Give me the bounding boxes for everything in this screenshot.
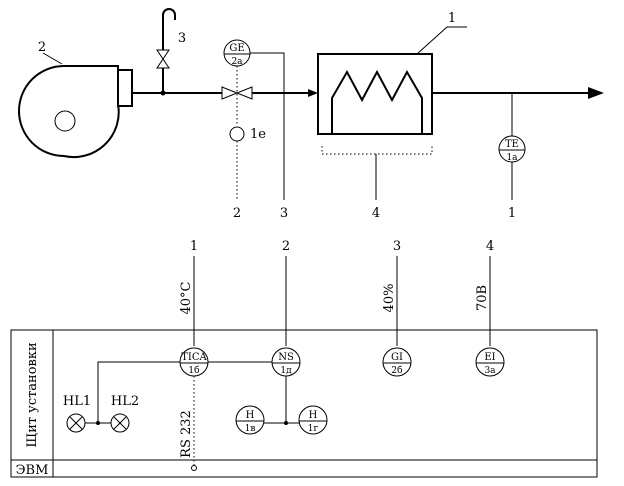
instrument-ei (475, 347, 505, 377)
instrument-gi (382, 347, 412, 377)
callout-valve: 3 (178, 31, 186, 46)
rs232-port (191, 465, 197, 471)
callout-fan: 2 (38, 40, 46, 55)
flow-arrow-mid (308, 89, 318, 97)
element-1e (229, 126, 245, 142)
instrument-ei-pos: 3а (484, 366, 496, 376)
instrument-ns-pos: 1д (280, 366, 292, 376)
instrument-te-code: TE (505, 139, 519, 150)
panel-line-number-2: 2 (282, 239, 290, 254)
instrument-ge-pos: 2а (231, 57, 243, 67)
button-h-1v-pos: 1в (245, 424, 256, 434)
control-valve-right (235, 86, 253, 100)
flow-arrow-outlet (588, 87, 604, 99)
button-h-1g-code: H (309, 410, 318, 421)
callout-heater: 1 (448, 11, 456, 26)
instrument-ei-code: EI (484, 352, 495, 363)
panel-line-number-4: 4 (486, 239, 494, 254)
heater (317, 53, 433, 135)
heating-coil (331, 69, 423, 133)
control-panel (10, 329, 598, 478)
signal-line-3 (250, 52, 285, 200)
branch-pipe-hook (162, 8, 176, 50)
heater-leader (416, 26, 467, 55)
alarm-line (97, 361, 180, 423)
branch-valve-top (156, 49, 170, 60)
element-1e-label: 1е (250, 127, 266, 142)
button-h-1g-pos: 1г (308, 424, 319, 434)
button-h-1v-code: H (246, 410, 255, 421)
button-h-1v (235, 405, 265, 435)
instrument-tica-code: TICA (181, 352, 207, 363)
lamp-hl1-label: HL1 (63, 394, 91, 409)
branch-valve-bottom (156, 58, 170, 69)
fan-leader (42, 52, 63, 65)
panel-line-number-1: 1 (190, 239, 198, 254)
instrument-tica-pos: 1б (188, 365, 199, 376)
signal-value-voltage: 70В (475, 285, 490, 311)
instrument-gi-pos: 2б (391, 365, 402, 376)
signal-value-temperature: 40°С (179, 281, 194, 314)
signal-value-humidity: 40% (382, 284, 397, 313)
instrument-ge-code: GE (229, 43, 244, 54)
interface-label: RS 232 (179, 410, 194, 458)
control-valve-left (221, 86, 239, 100)
panel-title: Щит установки (25, 342, 40, 447)
fan (18, 65, 133, 159)
fan-hub (54, 110, 76, 132)
button-h-1g (298, 405, 328, 435)
line-number-2: 2 (233, 206, 241, 221)
line-number-3: 3 (280, 206, 288, 221)
heater-bracket (321, 146, 433, 155)
lamp-hl2-label: HL2 (111, 394, 139, 409)
instrument-ns-code: NS (278, 352, 294, 363)
line-number-1: 1 (508, 206, 516, 221)
line-number-4: 4 (372, 206, 380, 221)
panel-line-number-3: 3 (393, 239, 401, 254)
computer-label: ЭВМ (16, 463, 49, 478)
instrument-gi-code: GI (391, 352, 403, 363)
instrument-te-pos: 1а (506, 153, 518, 163)
